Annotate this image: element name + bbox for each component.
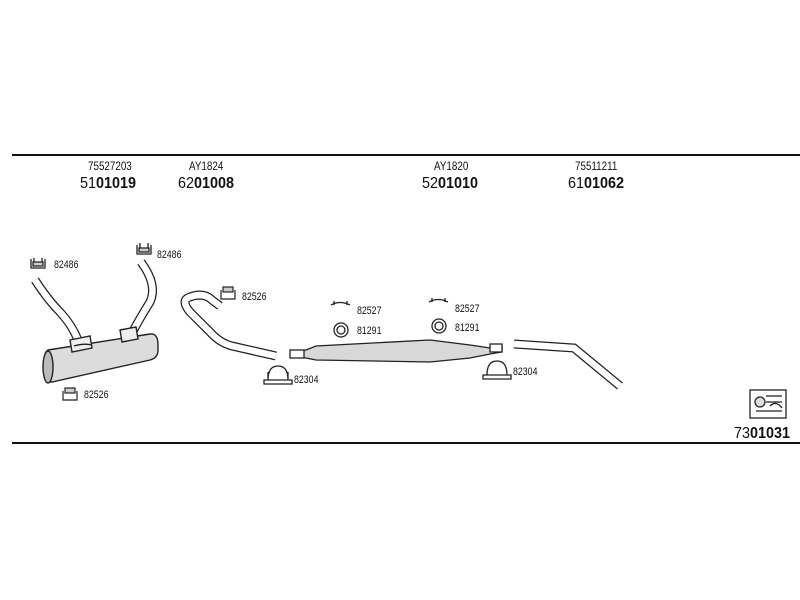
top-divider xyxy=(12,154,800,156)
label-ring-mid-2: 81291 xyxy=(455,322,480,334)
downpipe-right xyxy=(128,259,157,336)
part-number-2: 6201008 xyxy=(178,176,234,192)
label-hanger-mid-1: 82527 xyxy=(357,305,382,317)
part-number-2-main: 01008 xyxy=(194,175,235,192)
clamp-icon-under-muffler xyxy=(62,387,78,401)
ref-label-3: AY1820 xyxy=(434,159,469,173)
hanger-icon-mid-1 xyxy=(330,301,351,338)
downpipe-left xyxy=(31,277,83,342)
middle-silencer xyxy=(289,339,503,363)
ref-label-4: 75511211 xyxy=(575,159,618,173)
hanger-icon-left xyxy=(30,258,46,269)
part-number-1: 5101019 xyxy=(80,176,136,192)
label-ring-mid-1: 81291 xyxy=(357,325,382,337)
label-clamp-under-muffler: 82526 xyxy=(84,389,109,401)
ref-label-1: 75527203 xyxy=(88,159,132,173)
kit-part-number: 7301031 xyxy=(734,426,790,442)
u-clamp-icon-2 xyxy=(482,360,512,380)
u-clamp-icon-1 xyxy=(263,365,293,385)
label-u-clamp-2: 82304 xyxy=(513,366,538,378)
label-hanger-mid-2: 82527 xyxy=(455,303,480,315)
label-hanger-right: 82486 xyxy=(157,249,182,261)
kit-part-number-main: 01031 xyxy=(750,425,791,442)
front-muffler xyxy=(42,326,159,384)
part-number-2-prefix: 62 xyxy=(178,175,195,192)
tail-pipe xyxy=(513,339,623,390)
ref-label-2: AY1824 xyxy=(189,159,224,173)
label-hanger-left: 82486 xyxy=(54,259,79,271)
label-u-clamp-1: 82304 xyxy=(294,374,319,386)
part-number-1-prefix: 51 xyxy=(80,175,97,192)
part-number-4: 6101062 xyxy=(568,176,624,192)
part-number-4-prefix: 61 xyxy=(568,175,585,192)
hanger-icon-mid-2 xyxy=(428,298,449,334)
bottom-divider xyxy=(12,442,800,444)
intermediate-pipe xyxy=(180,290,277,361)
part-number-3-prefix: 52 xyxy=(422,175,439,192)
part-number-3: 5201010 xyxy=(422,176,478,192)
part-number-3-main: 01010 xyxy=(438,175,479,192)
part-number-1-main: 01019 xyxy=(96,175,137,192)
kit-icon xyxy=(749,389,787,419)
label-clamp-pipe: 82526 xyxy=(242,291,267,303)
hanger-icon-right xyxy=(136,243,152,255)
kit-part-number-prefix: 73 xyxy=(734,425,751,442)
clamp-icon-pipe xyxy=(220,286,236,300)
part-number-4-main: 01062 xyxy=(584,175,625,192)
